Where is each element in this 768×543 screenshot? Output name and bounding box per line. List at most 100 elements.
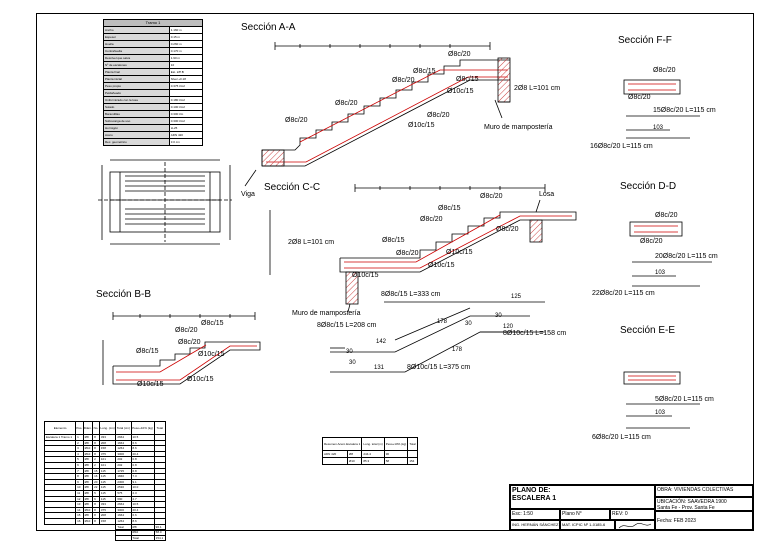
bar-detail-4-dim-b: 131 [374,365,385,371]
title-block: PLANO DE: ESCALERA 1 OBRA: VIVIENDAS COL… [509,484,754,531]
ff-bar2-label: 16Ø8c/20 L=115 cm [590,143,653,150]
tramo-title: Tramo 1 [103,19,203,27]
bb-label-2: Ø8c/20 [175,327,198,334]
plan-view-drawing [98,159,232,245]
tramo-param: Planta inicial [103,75,170,83]
signature-cell [615,520,655,530]
steel-cell: 208 [98,439,117,447]
tramo-value: 10 [168,61,204,69]
steel-cell: 202 [115,462,132,469]
steel-cell: 115 [98,484,117,491]
tramo-value: 3.0 cm [168,138,204,146]
steel-cell: 101 [98,462,117,469]
steel-cell: 115 [98,467,117,475]
section-cc-title: Sección C-C [264,182,321,193]
tramo-value: 0.170 m [168,47,204,55]
summary-header-cell: Peso+10% (kg) [383,437,409,451]
tramo-param: Peldañeado [103,89,170,97]
summary-cell [407,450,418,458]
tramo-param: Ancho [103,26,170,34]
section-cc-drawing [269,184,577,313]
steel-cell: Ø8 [82,484,94,491]
summary-cell [321,457,349,465]
section-aa-drawing [244,42,511,187]
section-dd-title: Sección D-D [620,181,677,192]
tramo-value: 0.300 t/m2 [168,117,204,125]
steel-cell: Ø8 [82,439,94,447]
summary-cell: 85.3 [361,457,385,465]
summary-cell: 154 [407,457,418,465]
steel-element-cell: Escalera 1 Tramo 1 [43,434,77,441]
summary-header-cell: Long. total (m) [361,437,385,451]
bar-detail-2-dim-c: 30 [346,349,353,355]
steel-element-cell [43,450,77,458]
steel-cell: Ø8 [82,462,94,469]
steel-cell: Ø8 [82,473,94,480]
steel-element-cell [43,517,77,525]
steel-cell: 115 [98,473,117,480]
aa-label-6: Ø8c/15 [456,76,479,83]
tramo-param: Barandillas [103,110,170,118]
ubicacion: UBICACIÓN: SAAVEDRA 1900 [657,499,727,505]
steel-cell: 690 [115,495,132,503]
aa-beam-label: Viga [241,191,255,198]
steel-cell [153,467,167,475]
tramo-param: Peso propio [103,82,170,90]
plano-cell: PLANO DE: ESCALERA 1 [510,485,655,509]
ff-bottom-label: Ø8c/20 [628,94,651,101]
ff-dim1-label: 103 [653,125,664,131]
steel-cell: 1725 [115,467,132,475]
steel-element-cell [43,489,77,497]
tramo-value: 0.180 t/m2 [168,96,204,104]
tramo-value: 0.300 t/m [168,110,204,118]
steel-element-cell [43,478,77,486]
aa-label-8: Ø10c/15 [408,122,435,129]
steel-element-cell [43,495,77,503]
steel-cell [153,434,167,441]
steel-cell [153,439,167,447]
steel-cell: 333 [98,501,117,508]
bb-label-4: Ø8c/15 [136,348,159,355]
steel-cell: 101 [98,456,117,463]
fecha-cell: Fecha: FEB 2023 [655,511,753,530]
steel-cell: 115 [98,495,117,503]
section-ff-drawing [623,79,700,139]
section-ee-title: Sección E-E [620,325,676,336]
section-ff-title: Sección F-F [618,35,672,46]
summary-header-cell: Resumen Acero Escalera 1 [321,437,363,451]
steel-header-cell: Long. (cm) [98,421,117,435]
plano-label: PLANO DE: [512,487,551,494]
steel-element-cell [43,473,77,480]
dd-dim1-label: 103 [655,270,666,276]
cc-label-1: Ø8c/15 [438,205,461,212]
bar-detail-3-dim-a: 30 [495,313,502,319]
bar-detail-1-dim-b: 178 [437,319,448,325]
tramo-value: 1.160 m [168,26,204,34]
aa-label-5: Ø10c/15 [447,88,474,95]
tramo-value: Est. 2/P.B [168,68,204,76]
steel-cell: Ø8 [82,467,94,475]
steel-cell: Ø8 [82,489,94,497]
steel-cell: 1840 [115,473,132,480]
bar-detail-2: 8Ø8c/15 L=208 cm [317,322,377,329]
tramo-value: ADN 420 [168,131,204,139]
steel-header-cell: Total (cm) [115,421,132,435]
steel-cell [153,445,167,452]
steel-cell [153,462,167,469]
steel-element-cell [43,445,77,452]
aa-label-3: Ø8c/20 [392,77,415,84]
steel-cell [153,478,167,486]
bar-detail-2-dim-b: 30 [465,321,472,327]
